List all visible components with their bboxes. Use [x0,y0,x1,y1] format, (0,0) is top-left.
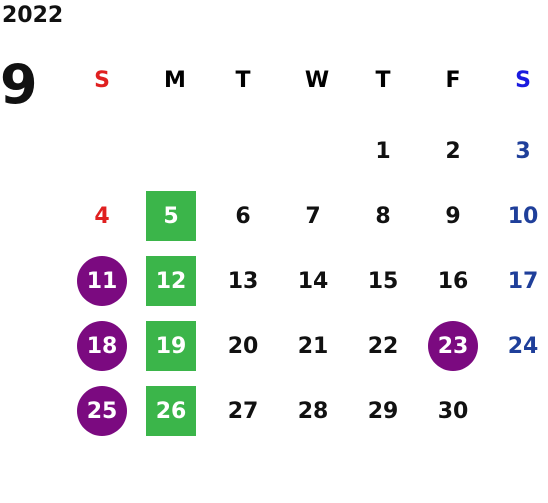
day-cell[interactable]: 7 [305,203,321,229]
day-cell-holiday[interactable]: 18 [72,321,132,371]
day-cell-highlighted[interactable]: 19 [141,321,201,371]
day-cell-highlighted[interactable]: 26 [141,386,201,436]
day-cell[interactable]: 22 [367,333,399,359]
day-cell[interactable]: 29 [367,398,399,424]
day-cell[interactable]: 30 [437,398,469,424]
weekday-mon: M [164,68,186,93]
day-cell-holiday[interactable]: 25 [72,386,132,436]
day-cell[interactable]: 2 [445,138,461,164]
day-cell[interactable]: 27 [227,398,259,424]
holiday-badge: 23 [428,321,478,371]
month-number: 9 [0,53,38,116]
weekday-wed: W [304,68,330,93]
day-badge: 5 [146,191,196,241]
day-cell[interactable]: 1 [375,138,391,164]
weekday-tue: T [235,68,251,93]
day-cell[interactable]: 24 [507,333,539,359]
day-cell[interactable]: 15 [367,268,399,294]
day-cell[interactable]: 6 [235,203,251,229]
day-badge: 19 [146,321,196,371]
year-label: 2022 [2,3,64,28]
holiday-badge: 11 [77,256,127,306]
day-cell[interactable]: 16 [437,268,469,294]
day-cell[interactable]: 17 [507,268,539,294]
day-cell-highlighted[interactable]: 12 [141,256,201,306]
weekday-sun: S [94,68,110,93]
day-cell[interactable]: 14 [297,268,329,294]
weekday-sat: S [515,68,531,93]
day-cell-highlighted[interactable]: 5 [141,191,201,241]
day-cell[interactable]: 8 [375,203,391,229]
holiday-badge: 18 [77,321,127,371]
day-cell-holiday[interactable]: 11 [72,256,132,306]
day-cell[interactable]: 10 [507,203,539,229]
day-cell[interactable]: 28 [297,398,329,424]
day-cell[interactable]: 20 [227,333,259,359]
day-cell[interactable]: 3 [515,138,531,164]
day-badge: 26 [146,386,196,436]
day-cell[interactable]: 9 [445,203,461,229]
day-cell[interactable]: 21 [297,333,329,359]
day-cell[interactable]: 4 [94,203,110,229]
weekday-fri: F [445,68,461,93]
weekday-thu: T [375,68,391,93]
day-cell-holiday[interactable]: 23 [423,321,483,371]
day-cell[interactable]: 13 [227,268,259,294]
holiday-badge: 25 [77,386,127,436]
day-badge: 12 [146,256,196,306]
